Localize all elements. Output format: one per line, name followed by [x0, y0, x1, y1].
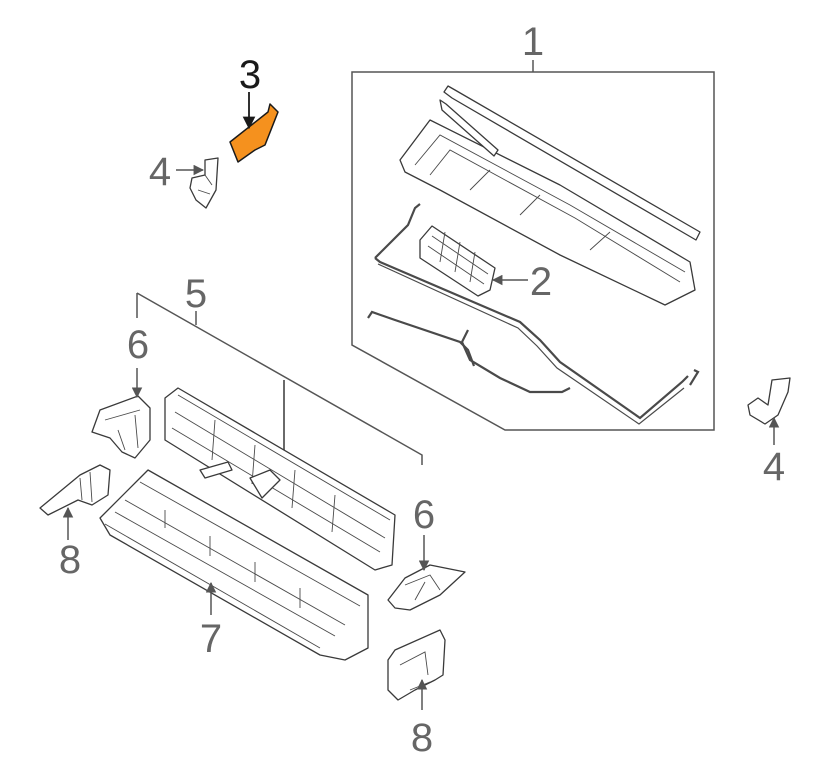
- callout-5: 5: [185, 272, 207, 316]
- callout-6-left: 6: [127, 323, 149, 367]
- callout-8-left: 8: [59, 538, 81, 582]
- cowl-inner-panel: [164, 387, 396, 571]
- highlighted-seal-part: [229, 103, 279, 163]
- callout-2: 2: [530, 260, 552, 304]
- small-bracket-right: [747, 377, 791, 425]
- small-bracket-left: [189, 157, 219, 209]
- callout-1: 1: [522, 20, 544, 64]
- cowl-side-bracket-left: [91, 395, 151, 459]
- callout-8-right: 8: [411, 716, 433, 760]
- cowl-side-bracket-right: [387, 564, 466, 611]
- cowl-lower-seal: [374, 203, 700, 425]
- cowl-screen: [419, 225, 496, 297]
- assembly-1-frame: [351, 71, 715, 431]
- cowl-side-seal: [367, 310, 571, 394]
- extension-bracket-left: [39, 464, 111, 516]
- callout-7: 7: [200, 617, 222, 661]
- callout-3: 3: [239, 53, 261, 97]
- callout-6-right: 6: [413, 493, 435, 537]
- weatherstrip-upper: [439, 85, 701, 241]
- callout-4-left: 4: [149, 150, 171, 194]
- extension-bracket-right: [387, 629, 446, 701]
- callout-4-right: 4: [763, 445, 785, 489]
